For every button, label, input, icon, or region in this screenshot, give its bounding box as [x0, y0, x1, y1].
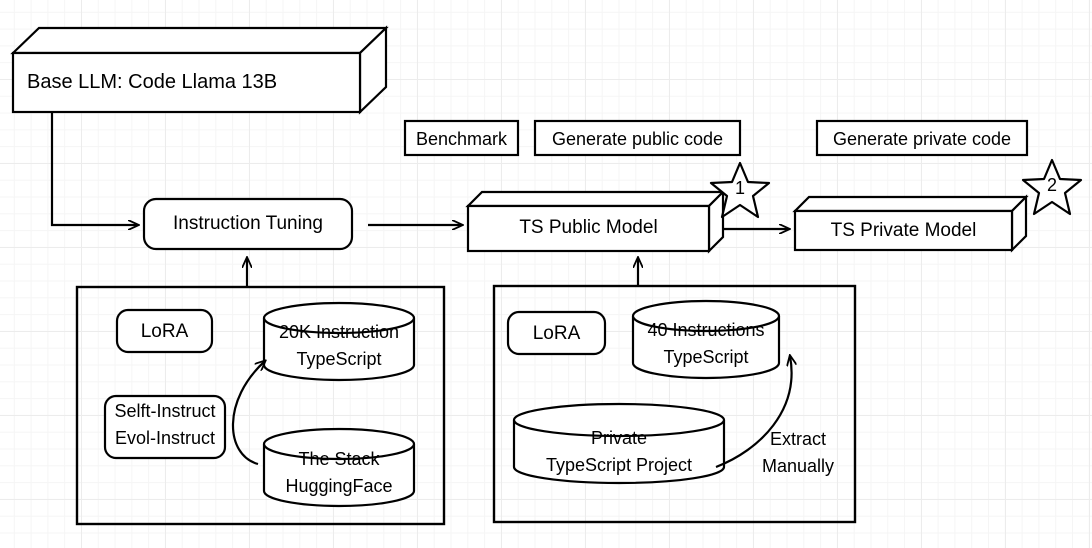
ts-public-model-box[interactable]: [465, 189, 726, 254]
generate-public-code-box: [533, 119, 742, 157]
instruct-methods-box: [103, 394, 227, 460]
arrow-base-to-tuning: [50, 112, 138, 225]
right-lora-box: [506, 310, 607, 356]
generate-private-code-box: [815, 119, 1029, 157]
the-stack-cylinder: [262, 427, 416, 508]
left-lora-box: [115, 308, 214, 354]
arrow-project-to-instructions: [715, 356, 792, 469]
instruction-dataset-cylinder: [262, 301, 416, 382]
star-2-shape: [1021, 158, 1083, 216]
left-group-container: [75, 285, 446, 526]
private-instructions-cylinder: [631, 299, 781, 380]
star-1-shape: [709, 161, 771, 219]
right-group-container: [492, 284, 857, 524]
base-llm-box: [10, 25, 389, 115]
ts-private-model-box[interactable]: [792, 194, 1029, 253]
arrow-stack-to-instruction: [231, 361, 265, 466]
private-project-cylinder: [512, 402, 726, 485]
instruction-tuning-box[interactable]: [142, 197, 354, 251]
benchmark-box: [403, 119, 520, 157]
